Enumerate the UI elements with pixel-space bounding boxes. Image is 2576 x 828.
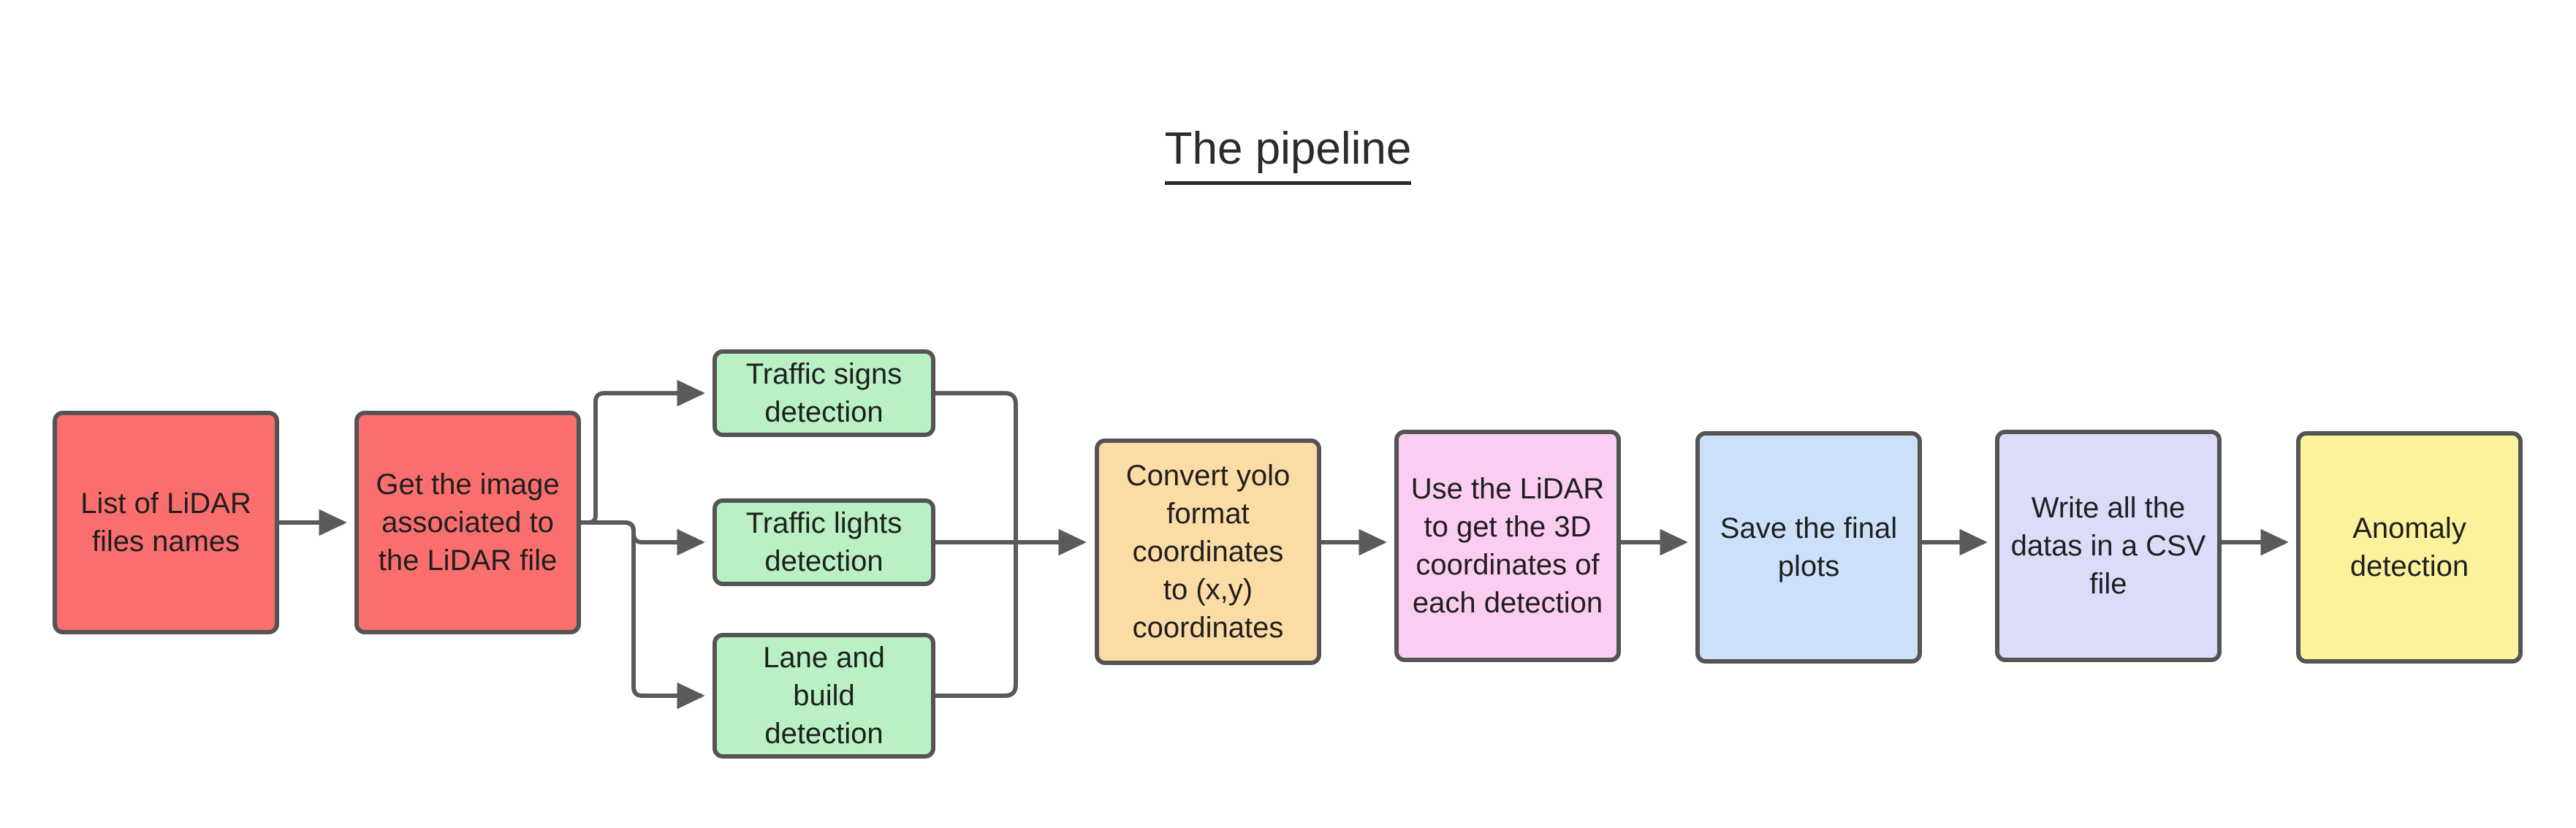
connector-lane-build-to-convert	[935, 544, 1018, 698]
node-convert-yolo-format-coordinates[interactable]: Convert yolo format coordinates to (x,y)…	[1095, 438, 1321, 665]
connector-traffic-signs-to-convert	[935, 391, 1018, 541]
node-traffic-signs-detection[interactable]: Traffic signs detection	[713, 349, 935, 437]
node-label: Save the final plots	[1720, 512, 1898, 582]
node-get-the-image-associated[interactable]: Get the image associated to the LiDAR fi…	[354, 411, 581, 634]
connector-getimage-to-traffic-lights	[581, 520, 705, 556]
node-list-of-lidar-files-names[interactable]: List of LiDAR files names	[53, 411, 279, 634]
connector-getimage-to-lane-build	[581, 520, 705, 710]
node-traffic-lights-detection[interactable]: Traffic lights detection	[713, 498, 935, 586]
node-label: Anomaly detection	[2349, 512, 2469, 582]
page-title: The pipeline	[0, 123, 2576, 185]
node-label: List of LiDAR files names	[80, 487, 251, 558]
node-lane-and-build-detection[interactable]: Lane and build detection	[713, 633, 935, 759]
node-label: Traffic signs detection	[745, 358, 903, 428]
node-label: Write all the datas in a CSV file	[2010, 492, 2206, 600]
node-label: Use the LiDAR to get the 3D coordinates …	[1410, 473, 1605, 619]
connector-getimage-to-traffic-signs	[581, 379, 705, 525]
node-write-all-the-datas-csv[interactable]: Write all the datas in a CSV file	[1995, 430, 2222, 662]
page-title-text: The pipeline	[1164, 124, 1412, 185]
node-anomaly-detection[interactable]: Anomaly detection	[2296, 431, 2523, 664]
node-label: Lane and build detection	[763, 642, 885, 750]
node-label: Traffic lights detection	[745, 507, 903, 577]
node-use-the-lidar-3d-coordinates[interactable]: Use the LiDAR to get the 3D coordinates …	[1394, 430, 1621, 662]
node-label: Convert yolo format coordinates to (x,y)…	[1125, 460, 1291, 644]
node-save-the-final-plots[interactable]: Save the final plots	[1695, 431, 1922, 664]
node-label: Get the image associated to the LiDAR fi…	[376, 468, 560, 577]
